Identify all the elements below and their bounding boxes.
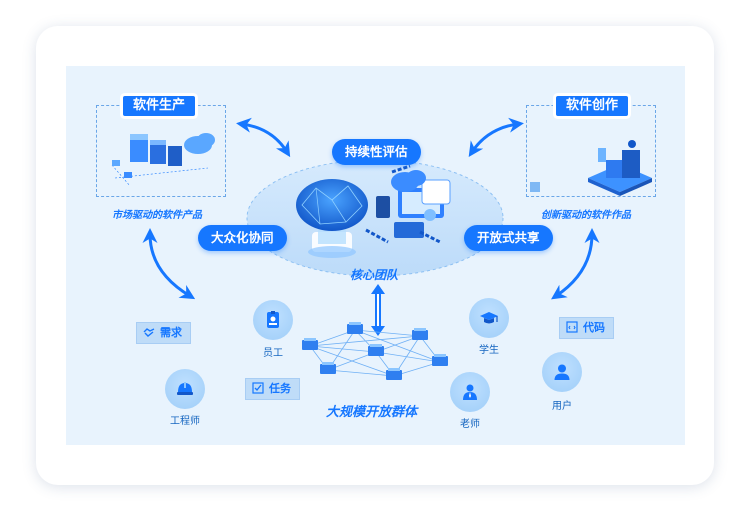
employee-badge-icon <box>267 311 279 328</box>
network-node <box>432 354 448 366</box>
crowd-network <box>309 329 441 377</box>
chip-requirement-label: 需求 <box>160 326 182 339</box>
role-student <box>469 298 509 338</box>
engineer-helmet-icon <box>177 382 193 395</box>
arrow-core-to-crowd <box>371 284 385 336</box>
role-student-label: 学生 <box>479 345 499 356</box>
arrow-production-to-crowd <box>142 228 196 300</box>
software-production-caption: 市场驱动的软件产品 <box>112 210 202 221</box>
teacher-icon <box>463 384 477 400</box>
user-icon <box>554 364 570 380</box>
network-node <box>347 322 363 334</box>
role-user-label: 用户 <box>552 401 572 412</box>
network-node <box>368 344 384 356</box>
arrow-creation-to-core <box>468 117 524 157</box>
server-rack-illustration <box>111 133 215 187</box>
software-creation-caption: 创新驱动的软件作品 <box>541 210 631 221</box>
network-node <box>302 338 318 350</box>
crowd-caption: 大规模开放群体 <box>326 405 418 420</box>
code-icon <box>566 320 578 333</box>
core-team-caption: 核心团队 <box>350 268 399 282</box>
software-creation-box <box>526 105 656 197</box>
brain-cloud-illustration <box>296 179 368 258</box>
mass-collaboration-label: 大众化协同 <box>198 225 287 251</box>
chip-requirement: 需求 <box>136 322 191 344</box>
role-teacher-label: 老师 <box>460 419 480 430</box>
crowd-network-nodes <box>302 322 448 380</box>
role-engineer-label: 工程师 <box>170 416 200 427</box>
role-teacher <box>450 372 490 412</box>
software-creation-title: 软件创作 <box>556 96 629 116</box>
handshake-icon <box>143 325 155 337</box>
isometric-blocks-illustration <box>530 140 652 196</box>
role-engineer <box>165 369 205 409</box>
role-user <box>542 352 582 392</box>
network-node <box>386 368 402 380</box>
chip-task: 任务 <box>245 378 300 400</box>
continuous-evaluation-label: 持续性评估 <box>332 139 421 165</box>
role-employee-label: 员工 <box>263 348 283 359</box>
software-production-box <box>96 105 226 197</box>
network-node <box>412 328 428 340</box>
arrow-creation-to-crowd <box>551 228 600 300</box>
open-sharing-label: 开放式共享 <box>464 225 553 251</box>
arrow-production-to-core <box>236 117 291 158</box>
chip-task-label: 任务 <box>269 382 291 395</box>
core-team-ellipse <box>246 159 504 277</box>
network-node <box>320 362 336 374</box>
device-cluster-illustration <box>365 164 451 244</box>
chip-code: 代码 <box>559 317 614 339</box>
task-check-icon <box>252 381 264 394</box>
graduation-cap-icon <box>480 312 498 324</box>
role-employee <box>253 300 293 340</box>
chip-code-label: 代码 <box>583 321 605 334</box>
software-production-title: 软件生产 <box>123 96 196 116</box>
